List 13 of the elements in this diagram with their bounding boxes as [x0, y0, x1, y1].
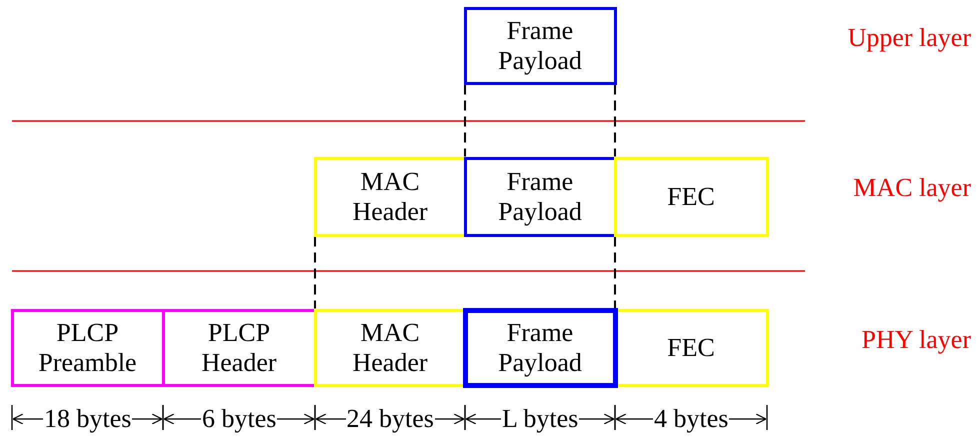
frame-field-box: Frame Payload	[464, 6, 616, 84]
layer-label: PHY layer	[861, 325, 971, 355]
layer-label: MAC layer	[853, 173, 971, 203]
frame-field-box: PLCP Preamble	[10, 308, 164, 386]
projection-line	[314, 236, 316, 308]
frame-field-box: Frame Payload	[462, 308, 618, 388]
frame-field-box: Frame Payload	[464, 156, 616, 236]
projection-line	[614, 84, 616, 156]
projection-line	[614, 236, 616, 308]
frame-field-box: MAC Header	[314, 156, 466, 236]
layer-label: Upper layer	[848, 23, 971, 53]
projection-line	[464, 84, 466, 156]
frame-field-box: FEC	[614, 156, 768, 236]
